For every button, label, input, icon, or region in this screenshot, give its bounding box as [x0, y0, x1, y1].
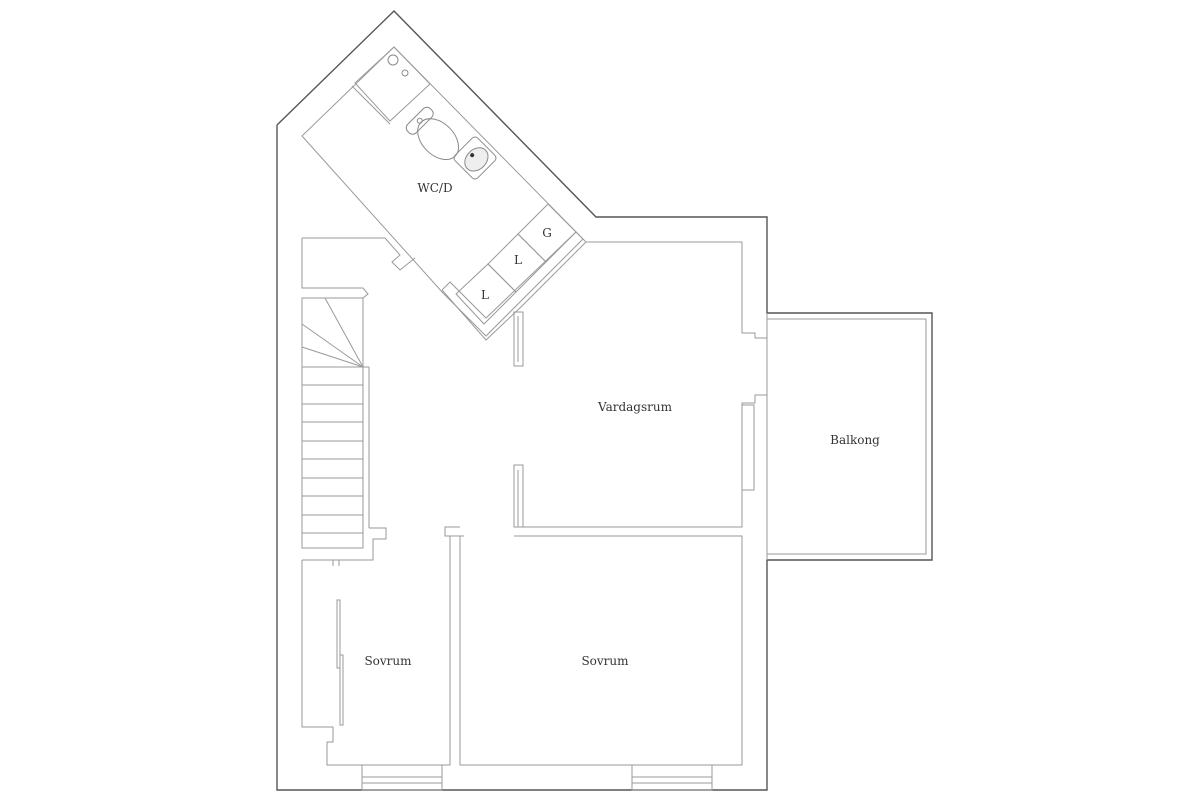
- room-label-living-room: Vardagsrum: [598, 400, 672, 414]
- shower: [354, 46, 431, 122]
- outer-wall: [276, 10, 933, 791]
- room-label-balcony: Balkong: [830, 433, 880, 447]
- room-label-closet-l-2: L: [481, 288, 489, 302]
- shower-drain-icon: [387, 54, 399, 66]
- small-bedroom-wall: [301, 535, 464, 766]
- room-label-small-bedroom: Sovrum: [364, 654, 412, 668]
- toilet-icon: [405, 106, 460, 161]
- living-room-wall: [586, 241, 767, 339]
- room-label-large-bedroom: Sovrum: [581, 654, 629, 668]
- sink-icon: [453, 136, 497, 180]
- staircase: [301, 297, 364, 549]
- shower-head-icon: [401, 69, 409, 77]
- closet-l-2: [455, 263, 517, 325]
- room-label-closet-g: G: [542, 226, 552, 240]
- balcony-rail: [767, 318, 927, 555]
- stair-top-wall: [302, 237, 416, 271]
- room-label-wc: WC/D: [417, 181, 453, 195]
- room-label-closet-l-1: L: [514, 253, 522, 267]
